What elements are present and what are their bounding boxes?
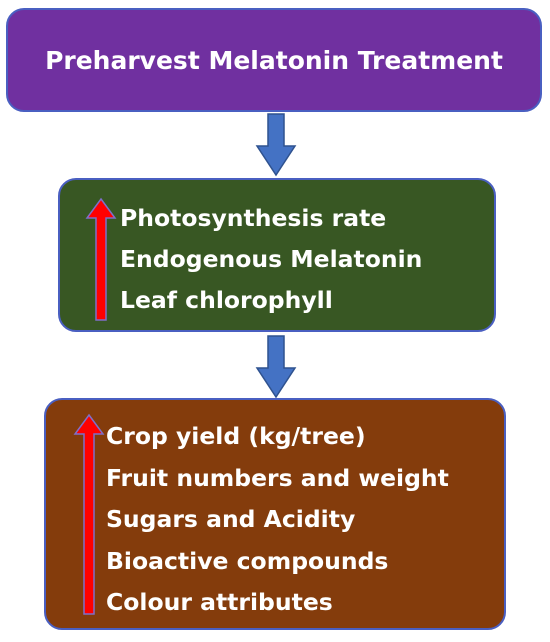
- bottom-box-list: Crop yield (kg/tree) Fruit numbers and w…: [106, 416, 449, 624]
- down-arrow-icon: [255, 113, 297, 177]
- top-box-treatment: Preharvest Melatonin Treatment: [6, 8, 542, 112]
- list-item: Fruit numbers and weight: [106, 463, 449, 492]
- list-item: Sugars and Acidity: [106, 505, 356, 533]
- middle-box-list: Photosynthesis rate Endogenous Melatonin…: [120, 198, 422, 321]
- list-item: Colour attributes: [106, 588, 333, 616]
- list-item: Photosynthesis rate: [120, 204, 387, 232]
- list-item: Crop yield (kg/tree): [106, 422, 366, 450]
- list-item: Endogenous Melatonin: [120, 245, 423, 273]
- up-arrow-icon: [85, 197, 117, 321]
- list-item: Leaf chlorophyll: [120, 286, 333, 314]
- up-arrow-icon: [73, 413, 105, 615]
- top-box-title: Preharvest Melatonin Treatment: [45, 45, 503, 75]
- bottom-box-fruit-quality: Crop yield (kg/tree) Fruit numbers and w…: [44, 398, 506, 630]
- down-arrow-icon: [255, 335, 297, 399]
- list-item: Bioactive compounds: [106, 546, 389, 575]
- middle-box-physiology: Photosynthesis rate Endogenous Melatonin…: [58, 178, 496, 332]
